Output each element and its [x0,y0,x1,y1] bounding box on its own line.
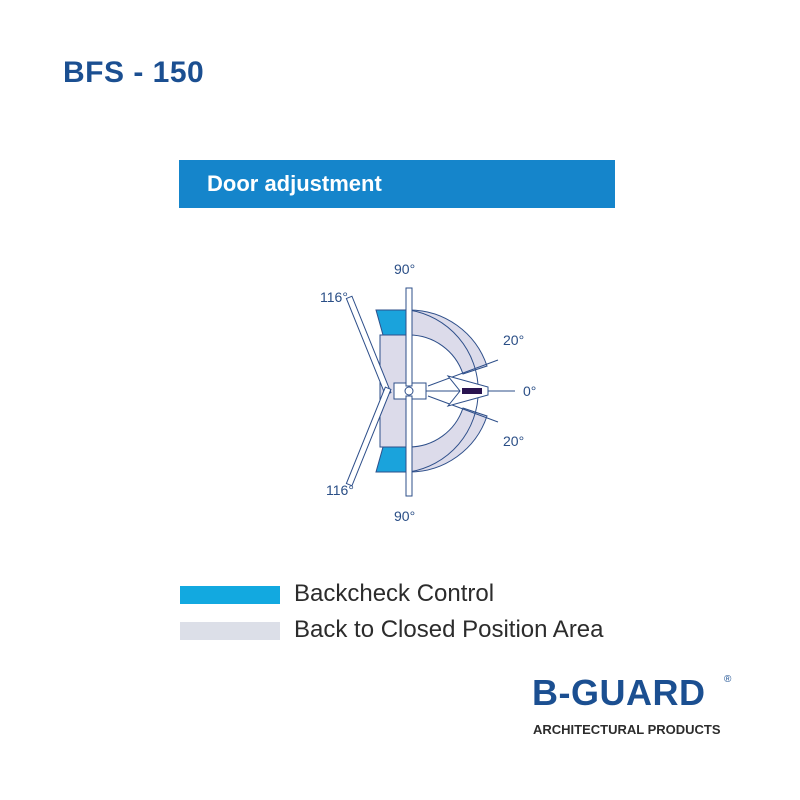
angle-label-20-lower: 20° [503,433,524,449]
angle-label-90-top: 90° [394,261,415,277]
angle-label-0: 0° [523,383,536,399]
pivot-point [404,386,414,396]
angle-label-116-top: 116° [320,289,348,305]
brand-name: B-GUARD [532,672,706,713]
section-title: Door adjustment [207,171,382,196]
backcheck-band-lower [375,446,410,473]
legend-swatch-backcheck [180,586,280,604]
registered-mark: ® [724,674,732,685]
model-title: BFS - 150 [63,56,205,89]
door-leaf-116-bottom [345,386,392,487]
door-line-20-upper [427,359,499,387]
angle-label-90-bottom: 90° [394,508,415,524]
latch-marker [462,388,482,394]
door-line-20-lower [427,395,499,423]
legend-swatch-closing-area [180,622,280,640]
legend-label-backcheck: Backcheck Control [294,580,495,607]
angle-label-116-bottom: 116° [326,482,354,498]
angle-label-20-upper: 20° [503,332,524,348]
legend-label-closing-area: Back to Closed Position Area [294,616,604,643]
backcheck-band-upper [375,309,410,336]
section-header-bar: Door adjustment [179,160,615,208]
door-leaf-90-top [405,287,413,387]
door-leaf-90-bottom [405,395,413,497]
brand-logo: B-GUARD ® ARCHITECTURAL PRODUCTS [532,672,742,742]
brand-tagline: ARCHITECTURAL PRODUCTS [533,722,721,737]
